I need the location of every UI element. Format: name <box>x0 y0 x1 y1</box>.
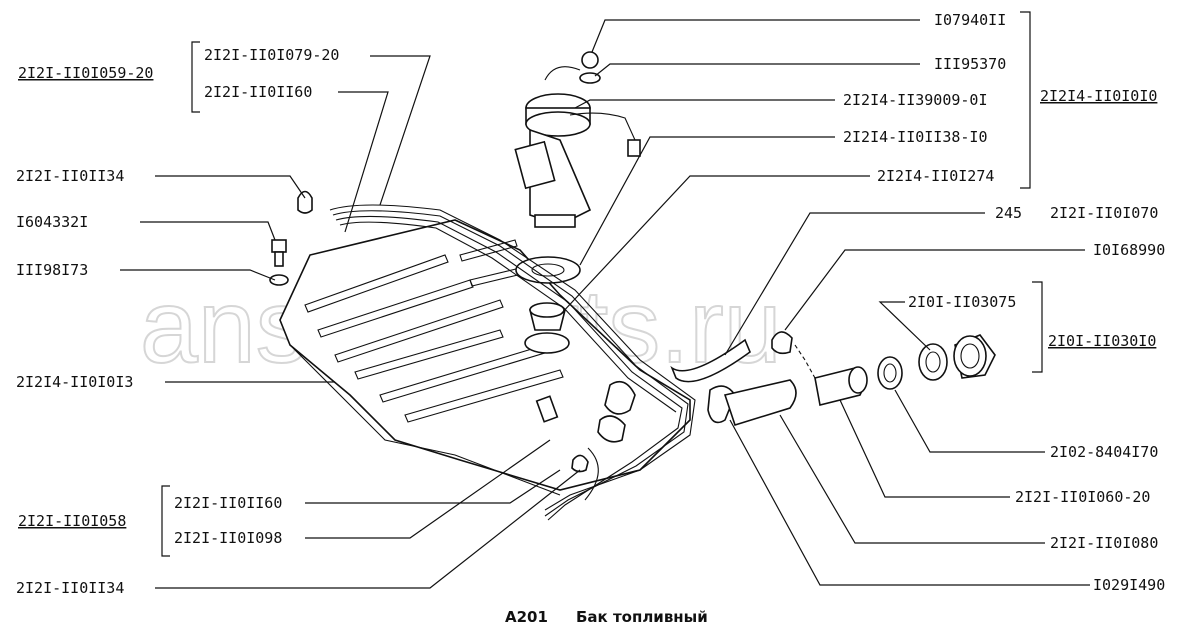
label-p24: 2I2I-II0I060-20 <box>1015 488 1150 506</box>
clip-top <box>297 190 313 214</box>
label-p16: 2I2I4-II0II38-I0 <box>843 128 988 146</box>
label-p26: I029I490 <box>1093 576 1165 594</box>
gasket <box>877 356 903 390</box>
filler-hose <box>723 379 797 426</box>
label-p3: 2I2I-II0I059-20 <box>18 64 153 82</box>
label-p8: 2I2I-II0II60 <box>174 494 282 512</box>
figure-caption: A201 Бак топливный <box>505 608 708 626</box>
label-p25: 2I2I-II0I080 <box>1050 534 1158 552</box>
label-p2: 2I2I-II0II60 <box>204 83 312 101</box>
label-p7: 2I2I4-II0I0I3 <box>16 373 133 391</box>
washer <box>269 274 289 286</box>
label-p12: I07940II <box>934 11 1006 29</box>
pump-nut <box>581 51 599 69</box>
filler-opening <box>524 332 570 354</box>
label-p1: 2I2I-II0I079-20 <box>204 46 339 64</box>
fuel-pump-module <box>514 51 641 228</box>
label-p5: I604332I <box>16 213 88 231</box>
label-p19: 2I2I-II0I070 <box>1050 204 1158 222</box>
label-p22: 2I0I-II030I0 <box>1048 332 1156 350</box>
leader-lines <box>120 19 1090 589</box>
bracket-left-bottom <box>161 485 170 557</box>
label-p10: 2I2I-II0I098 <box>174 529 282 547</box>
label-p18: 245 <box>995 204 1022 222</box>
fuel-tank <box>279 219 691 496</box>
caption-code: A201 <box>505 608 548 626</box>
label-p6: III98I73 <box>16 261 88 279</box>
bolt <box>269 239 289 286</box>
label-p14: 2I2I4-II39009-0I <box>843 91 988 109</box>
vent-hose <box>670 338 751 383</box>
bracket-right-top <box>1020 11 1031 189</box>
label-p15: 2I2I4-II0I0I0 <box>1040 87 1157 105</box>
ring <box>918 343 948 381</box>
label-p4: 2I2I-II0II34 <box>16 167 124 185</box>
label-p21: 2I0I-II03075 <box>908 293 1016 311</box>
filler-assembly <box>670 331 996 426</box>
bracket-right-filler <box>1032 281 1043 373</box>
label-p11: 2I2I-II0II34 <box>16 579 124 597</box>
label-p13: III95370 <box>934 55 1006 73</box>
bracket-left-top <box>191 41 200 113</box>
label-p20: I0I68990 <box>1093 241 1165 259</box>
fuel-lines <box>329 204 696 521</box>
tank-bracket <box>535 395 559 423</box>
clip-bottom <box>571 454 589 473</box>
labels: 2I2I-II0I079-20 2I2I-II0II60 2I2I-II0I05… <box>16 11 1165 597</box>
label-p9: 2I2I-II0I058 <box>18 512 126 530</box>
label-p23: 2I02-8404I70 <box>1050 443 1158 461</box>
caption-title: Бак топливный <box>576 608 708 626</box>
label-p17: 2I2I4-II0I274 <box>877 167 994 185</box>
